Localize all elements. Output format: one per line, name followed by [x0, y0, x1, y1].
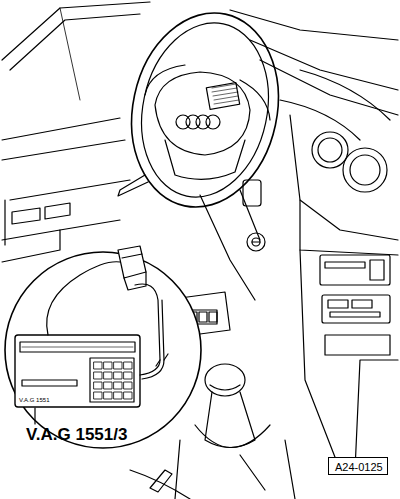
figure-number-box: A24-0125 [328, 457, 388, 475]
figure-number: A24-0125 [335, 461, 381, 473]
part-label: V.A.G 1551/3 [26, 426, 127, 443]
device-label: V.A.G 1551 [19, 397, 49, 403]
